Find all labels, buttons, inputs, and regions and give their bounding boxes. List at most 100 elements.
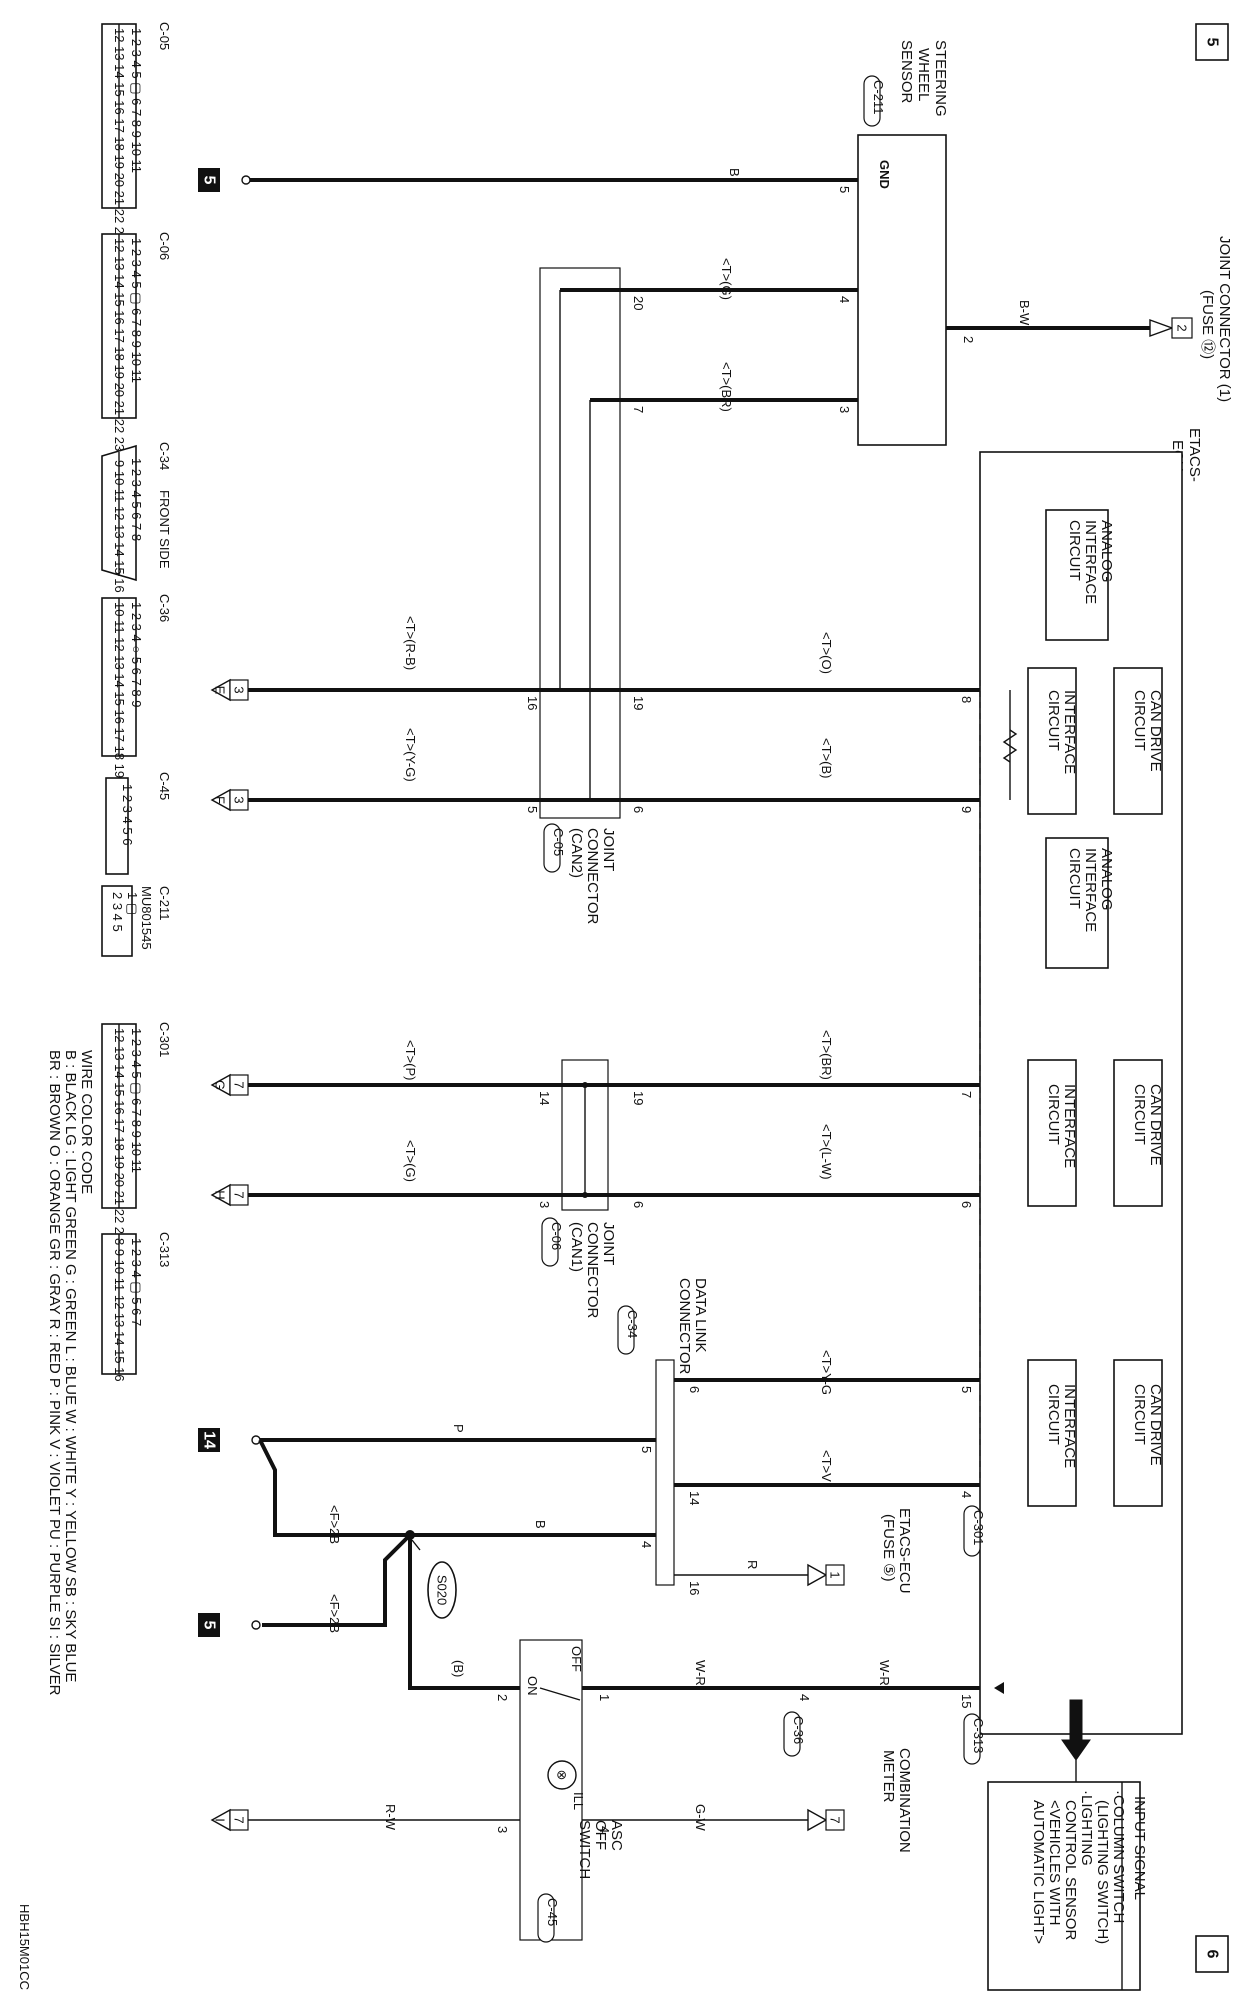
- offpage-connector-i: 7 I: [210, 1808, 249, 1832]
- svg-text:AUTOMATIC LIGHT>: AUTOMATIC LIGHT>: [1030, 1800, 1047, 1944]
- can-drive-circuit-3: CAN DRIVE CIRCUIT: [1113, 1359, 1164, 1507]
- connector-pin: 2: [1175, 324, 1190, 331]
- page-mark-right-box: [1195, 1935, 1229, 1973]
- pin-number: 3: [495, 1826, 510, 1833]
- ground-ref-box: [198, 1613, 220, 1637]
- connector-id: C-301: [157, 1022, 172, 1057]
- diode-icon: [994, 1682, 1004, 1694]
- diagram-code: HBH15M01CC: [17, 1904, 32, 1990]
- svg-text:STEERING: STEERING: [932, 40, 949, 117]
- svg-text:CIRCUIT: CIRCUIT: [1045, 1084, 1062, 1145]
- svg-text:I: I: [213, 1818, 228, 1822]
- svg-text:DATA LINK: DATA LINK: [692, 1278, 709, 1352]
- interface-circuit-2: INTERFACE CIRCUIT: [1027, 1059, 1078, 1207]
- ground-ref-box: [198, 1428, 220, 1452]
- wire-label: G-W: [693, 1804, 708, 1831]
- pin-number: 8: [959, 696, 974, 703]
- data-link-connector: DATA LINK CONNECTOR C-34: [617, 1278, 709, 1586]
- svg-text:CIRCUIT: CIRCUIT: [1066, 520, 1083, 581]
- pin-number: 19: [631, 696, 646, 710]
- wire-label: (B): [451, 1660, 466, 1677]
- connector-tag: C-34: [625, 1310, 640, 1338]
- joint-connector-can1: JOINT CONNECTOR (CAN1) C-06: [541, 1059, 617, 1319]
- connector-id: C-313: [157, 1232, 172, 1267]
- wire-label: W-R: [877, 1660, 892, 1686]
- wire-label: <T>(O): [819, 632, 834, 674]
- connector-view-c-05: C-05 1 2 3 4 5 ▢ 6 7 8 9 10 11 12 13 14 …: [101, 22, 172, 259]
- svg-text:WHEEL: WHEEL: [915, 48, 932, 101]
- svg-text:ANALOG: ANALOG: [1098, 520, 1115, 583]
- svg-text:INTERFACE: INTERFACE: [1082, 520, 1099, 604]
- page-mark-left: 5: [1204, 38, 1221, 47]
- svg-text:3: 3: [232, 686, 247, 693]
- svg-text:(CAN1): (CAN1): [568, 1222, 585, 1272]
- page-mark-right: 6: [1204, 1950, 1221, 1959]
- illumination-lamp-icon: [547, 1760, 577, 1790]
- pin-number: 20: [631, 296, 646, 310]
- svg-text:INPUT SIGNAL: INPUT SIGNAL: [1131, 1796, 1148, 1900]
- svg-text:(FUSE ⑤): (FUSE ⑤): [880, 1514, 897, 1582]
- pin-number: 16: [687, 1581, 702, 1595]
- connector-row: 1 ▢: [125, 892, 140, 915]
- pin-number: 7: [631, 406, 646, 413]
- can-drive-circuit-1: CAN DRIVE CIRCUIT: [1113, 667, 1164, 815]
- connector-view-c-06: C-06 1 2 3 4 5 ▢ 6 7 8 9 10 11 12 13 14 …: [101, 232, 172, 469]
- svg-text:·COLUMN SWITCH: ·COLUMN SWITCH: [1110, 1790, 1127, 1923]
- svg-text:SENSOR: SENSOR: [898, 40, 915, 104]
- wire-b-switch: [408, 1535, 520, 1690]
- pin-number: 4: [597, 1826, 612, 1833]
- pin-number: 5: [525, 806, 540, 813]
- svg-text:ETACS-ECU: ETACS-ECU: [896, 1508, 913, 1594]
- wire-label: R: [745, 1560, 760, 1569]
- combination-meter: 7 COMBINATION METER: [807, 1748, 913, 1853]
- wire-label: <T>(G): [403, 1140, 418, 1182]
- joint-connector-can2: JOINT CONNECTOR (CAN2) C-05: [539, 267, 621, 925]
- etacs-ecu-fuse-5: 1 ETACS-ECU (FUSE ⑤): [807, 1508, 913, 1594]
- connector-row: 12 13 14 15 16 17 18 19 20 21 22 23 24: [112, 1028, 127, 1259]
- pin-number: 9: [959, 806, 974, 813]
- connector-row: 2 3 4 5: [110, 892, 125, 932]
- connector-tag: C-05: [551, 828, 566, 856]
- connector-view-c-313: C-313 1 2 3 4 ▢ 5 6 7 8 9 10 11 12 13 14…: [101, 1232, 172, 1382]
- svg-text:METER: METER: [880, 1750, 897, 1803]
- svg-text:CONNECTOR: CONNECTOR: [584, 1222, 601, 1319]
- connector-row: 12 13 14 15 16 17 18 19 20 21 22 23 24: [112, 238, 127, 469]
- wire-f-2b: [258, 1439, 410, 1537]
- connector-row: 9 10 11 12 13 14 15 16: [112, 460, 127, 593]
- interface-circuit-3: INTERFACE CIRCUIT: [1027, 1359, 1078, 1507]
- connector-tag: C-211: [871, 80, 886, 114]
- pin-number: 3: [837, 406, 852, 413]
- connector-row: 1 2 3 4 ○ 5 6 7 8 9: [129, 602, 144, 707]
- wire-label: <T>(L-W): [819, 1124, 834, 1180]
- svg-text:CAN DRIVE: CAN DRIVE: [1147, 690, 1164, 772]
- pin-number: 2: [961, 336, 976, 343]
- svg-text:CIRCUIT: CIRCUIT: [1131, 690, 1148, 751]
- svg-text:(FUSE ⑫): (FUSE ⑫): [1199, 290, 1216, 359]
- pin-number: 14: [537, 1091, 552, 1105]
- svg-text:CONNECTOR: CONNECTOR: [584, 828, 601, 925]
- pin-number: 19: [631, 1091, 646, 1105]
- pin-number: 6: [687, 1386, 702, 1393]
- wire-label: <T>V: [819, 1450, 834, 1482]
- wire-label: <T>Y-G: [819, 1350, 834, 1395]
- svg-text:INTERFACE: INTERFACE: [1061, 1084, 1078, 1168]
- pin-number: 16: [525, 696, 540, 710]
- connector-tag: C-45: [545, 1898, 560, 1926]
- ground-ref-number: 5: [201, 176, 218, 185]
- joint-connector-1: JOINT CONNECTOR (1) (FUSE ⑫) 2: [1149, 236, 1233, 402]
- connector-view-c-34: C-34 FRONT SIDE 1 2 3 4 5 6 7 8 9 10 11 …: [101, 442, 172, 593]
- pin-number: 1: [597, 1694, 612, 1701]
- steering-wheel-sensor: STEERING WHEEL SENSOR C-211 GND: [857, 40, 949, 446]
- pin-number: 7: [959, 1091, 974, 1098]
- pin-number: 5: [837, 186, 852, 193]
- offpage-connector-g: 7 G: [210, 1073, 249, 1097]
- connector-row: 1 2 3 4 5 ▢ 6 7 8 9 10 11: [129, 28, 144, 173]
- connector-view-c-301: C-301 1 2 3 4 5 ▢ 6 7 8 9 10 11 12 13 14…: [101, 1022, 172, 1259]
- svg-text:⊗: ⊗: [555, 1770, 570, 1781]
- pin-number: 5: [959, 1386, 974, 1393]
- pin-number: 14: [687, 1491, 702, 1505]
- connector-tag: C-313: [971, 1718, 986, 1753]
- svg-text:INTERFACE: INTERFACE: [1061, 1384, 1078, 1468]
- wire-label: B: [533, 1520, 548, 1529]
- connector-tag: C-06: [549, 1222, 564, 1250]
